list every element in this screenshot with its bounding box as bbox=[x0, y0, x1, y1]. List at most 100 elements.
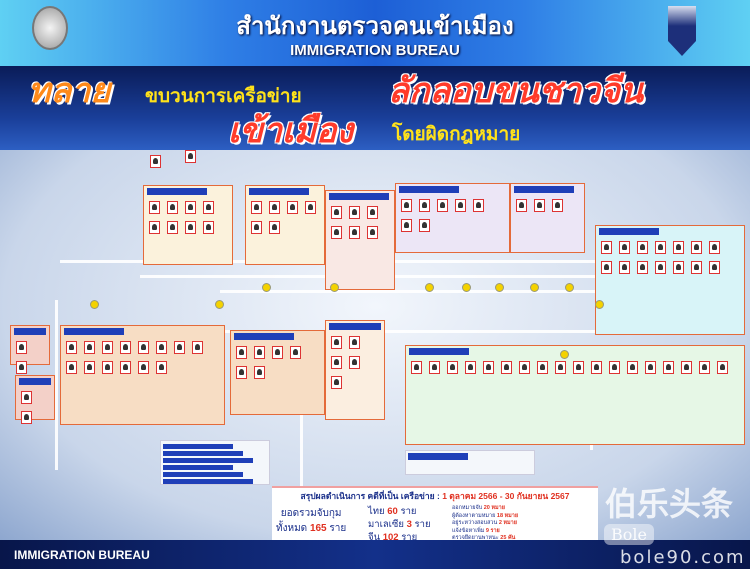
group-heading bbox=[399, 186, 459, 193]
suspect-photo bbox=[203, 221, 214, 234]
header-banner: สำนักงานตรวจคนเข้าเมือง IMMIGRATION BURE… bbox=[0, 0, 750, 66]
suspect-photo bbox=[419, 199, 430, 212]
suspect-photo bbox=[627, 361, 638, 374]
suspect-photo bbox=[419, 219, 430, 232]
suspect-photo bbox=[251, 221, 262, 234]
suspect-photo bbox=[16, 361, 27, 374]
suspect-photo bbox=[465, 361, 476, 374]
group-heading bbox=[19, 378, 51, 385]
suspect-photo bbox=[709, 261, 720, 274]
suspect-photo bbox=[619, 261, 630, 274]
link-node bbox=[330, 283, 339, 292]
connector-line bbox=[55, 300, 58, 470]
nationality-list: ไทย 60 ราย มาเลเซีย 3 ราย จีน 102 ราย bbox=[368, 505, 431, 544]
suspect-photo bbox=[552, 199, 563, 212]
suspect-photo bbox=[156, 341, 167, 354]
suspect-photo bbox=[349, 226, 360, 239]
headline-word-5: โดยผิดกฎหมาย bbox=[392, 123, 521, 145]
suspect-photo bbox=[591, 361, 602, 374]
suspect-photo bbox=[483, 361, 494, 374]
suspect-photo bbox=[185, 201, 196, 214]
suspect-photo bbox=[673, 261, 684, 274]
group-heading bbox=[329, 193, 389, 200]
suspect-photo bbox=[84, 341, 95, 354]
suspect-photo bbox=[120, 341, 131, 354]
suspect-photo bbox=[138, 361, 149, 374]
group-heading bbox=[514, 186, 574, 193]
suspect-photo bbox=[401, 219, 412, 232]
suspect-photo bbox=[120, 361, 131, 374]
suspect-photo bbox=[349, 206, 360, 219]
suspect-photo bbox=[102, 341, 113, 354]
watermark-url: bole90.com bbox=[620, 547, 746, 568]
suspect-photo bbox=[537, 361, 548, 374]
suspect-photo bbox=[331, 356, 342, 369]
suspect-photo bbox=[534, 199, 545, 212]
network-group-box bbox=[325, 320, 385, 420]
suspect-photo bbox=[138, 341, 149, 354]
suspect-photo bbox=[331, 226, 342, 239]
detail-list: ออกหมายจับ 20 หมาย ผู้ต้องหาตามหมาย 18 ห… bbox=[452, 505, 519, 541]
network-group-box bbox=[405, 450, 535, 475]
suspect-photo bbox=[167, 221, 178, 234]
link-node bbox=[565, 283, 574, 292]
summary-title: สรุปผลดำเนินการ คดีที่เป็น เครือข่าย : 1… bbox=[300, 491, 570, 501]
suspect-photo bbox=[619, 241, 630, 254]
suspect-photo bbox=[174, 341, 185, 354]
suspect-photo bbox=[519, 361, 530, 374]
suspect-photo bbox=[269, 221, 280, 234]
headline-word-1: ทลาย bbox=[28, 71, 111, 111]
suspect-photo bbox=[251, 201, 262, 214]
group-heading bbox=[147, 188, 207, 195]
network-diagram bbox=[0, 150, 750, 540]
suspect-photo bbox=[655, 261, 666, 274]
suspect-photo bbox=[272, 346, 283, 359]
suspect-photo bbox=[699, 361, 710, 374]
suspect-photo bbox=[150, 155, 161, 168]
connector-line bbox=[300, 350, 303, 500]
group-heading bbox=[64, 328, 124, 335]
group-heading bbox=[329, 323, 381, 330]
suspect-photo bbox=[429, 361, 440, 374]
link-node bbox=[560, 350, 569, 359]
headline-word-2: ขบวนการเครือข่าย bbox=[145, 85, 302, 107]
suspect-photo bbox=[305, 201, 316, 214]
network-group-box bbox=[325, 190, 395, 290]
network-group-box bbox=[395, 183, 510, 253]
suspect-photo bbox=[254, 366, 265, 379]
suspect-photo bbox=[663, 361, 674, 374]
watermark-text: 伯乐头条 bbox=[605, 485, 734, 523]
link-node bbox=[462, 283, 471, 292]
suspect-photo bbox=[16, 341, 27, 354]
suspect-photo bbox=[167, 201, 178, 214]
group-heading bbox=[408, 453, 468, 460]
suspect-photo bbox=[516, 199, 527, 212]
suspect-photo bbox=[290, 346, 301, 359]
group-heading bbox=[409, 348, 469, 355]
suspect-photo bbox=[691, 241, 702, 254]
group-heading bbox=[249, 188, 309, 195]
nationality-thai: ไทย 60 ราย bbox=[368, 506, 417, 517]
suspect-photo bbox=[367, 226, 378, 239]
suspect-photo bbox=[287, 201, 298, 214]
suspect-photo bbox=[645, 361, 656, 374]
suspect-photo bbox=[203, 201, 214, 214]
suspect-photo bbox=[401, 199, 412, 212]
group-heading bbox=[163, 465, 233, 470]
suspect-photo bbox=[236, 346, 247, 359]
connector-line bbox=[220, 290, 600, 293]
nationality-malaysia: มาเลเซีย 3 ราย bbox=[368, 519, 431, 530]
headline-word-3: ลักลอบขนชาวจีน bbox=[388, 71, 644, 111]
headline-band: ทลาย ขบวนการเครือข่าย ลักลอบขนชาวจีน เข้… bbox=[0, 66, 750, 154]
suspect-photo bbox=[149, 201, 160, 214]
suspect-photo bbox=[66, 361, 77, 374]
nationality-china: จีน 102 ราย bbox=[368, 532, 418, 543]
network-group-box bbox=[60, 325, 225, 425]
suspect-photo bbox=[681, 361, 692, 374]
group-heading bbox=[163, 458, 253, 463]
suspect-photo bbox=[673, 241, 684, 254]
suspect-photo bbox=[349, 336, 360, 349]
link-node bbox=[90, 300, 99, 309]
link-node bbox=[425, 283, 434, 292]
suspect-photo bbox=[637, 241, 648, 254]
